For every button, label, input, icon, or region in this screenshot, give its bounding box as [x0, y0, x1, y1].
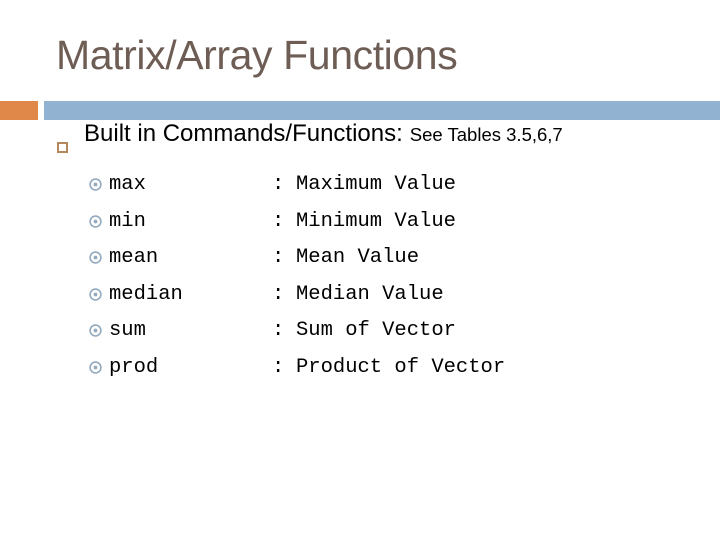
circled-dot-bullet-icon	[89, 178, 102, 191]
function-name: min	[109, 209, 146, 233]
function-description: Median Value	[296, 282, 444, 306]
slide-body: Built in Commands/Functions: See Tables …	[0, 120, 720, 389]
list-item: median : Median Value	[0, 280, 720, 317]
function-separator: :	[272, 173, 285, 196]
function-separator: :	[272, 355, 285, 379]
circled-dot-bullet-icon	[89, 360, 102, 374]
function-name: median	[109, 282, 183, 306]
title-divider	[0, 101, 720, 120]
square-outline-bullet-icon	[57, 142, 68, 153]
heading-reference-text: See Tables 3.5,6,7	[409, 124, 563, 145]
list-item: mean : Mean Value	[0, 243, 720, 280]
divider-bar	[44, 101, 720, 120]
function-name: max	[109, 173, 146, 196]
circled-dot-bullet-icon	[89, 251, 102, 264]
heading-bullet-line: Built in Commands/Functions: See Tables …	[0, 120, 720, 164]
list-item: min : Minimum Value	[0, 207, 720, 244]
function-name: mean	[109, 246, 159, 269]
function-separator: :	[272, 246, 285, 269]
function-description: Sum of Vector	[296, 319, 456, 342]
list-item: prod : Product of Vector	[0, 353, 720, 390]
circled-dot-bullet-icon	[89, 287, 102, 301]
function-name: prod	[109, 355, 159, 379]
circled-dot-bullet-icon	[89, 214, 102, 228]
function-description: Maximum Value	[296, 173, 456, 196]
function-separator: :	[272, 282, 285, 306]
circled-dot-bullet-icon	[89, 324, 102, 337]
page-title: Matrix/Array Functions	[56, 32, 458, 78]
function-separator: :	[272, 209, 285, 233]
divider-accent-block	[0, 101, 38, 120]
function-name: sum	[109, 319, 146, 342]
function-description: Minimum Value	[296, 209, 456, 233]
function-separator: :	[272, 319, 285, 342]
heading-text: Built in Commands/Functions:	[84, 120, 403, 147]
function-description: Mean Value	[296, 246, 420, 269]
function-list: max : Maximum Value min : Minimum Value	[0, 170, 720, 389]
list-item: sum : Sum of Vector	[0, 316, 720, 353]
list-item: max : Maximum Value	[0, 170, 720, 207]
function-description: Product of Vector	[296, 355, 506, 379]
